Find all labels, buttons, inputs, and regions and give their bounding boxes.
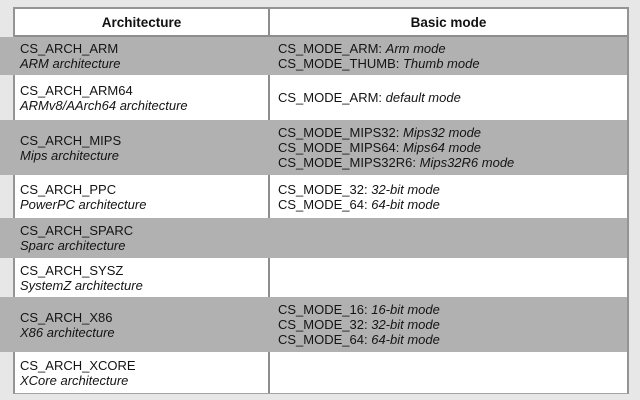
mode-description: Mips32 mode xyxy=(403,125,482,140)
architecture-description: SystemZ architecture xyxy=(20,277,143,293)
mode-name: CS_MODE_16: xyxy=(278,302,368,317)
mode-line: CS_MODE_MIPS32: Mips32 mode xyxy=(278,125,627,140)
mode-line: CS_MODE_THUMB: Thumb mode xyxy=(278,56,627,71)
column-header-basic-mode: Basic mode xyxy=(268,9,627,35)
modes-cell xyxy=(268,218,627,258)
mode-name: CS_MODE_ARM: xyxy=(278,90,383,105)
modes-cell xyxy=(268,258,627,297)
architecture-name: CS_ARCH_PPC xyxy=(20,181,117,197)
mode-line: CS_MODE_64: 64-bit mode xyxy=(278,197,627,212)
mode-line: CS_MODE_32: 32-bit mode xyxy=(278,317,627,332)
mode-line: CS_MODE_ARM: default mode xyxy=(278,90,627,105)
column-header-architecture: Architecture xyxy=(101,14,182,30)
mode-description: 64-bit mode xyxy=(371,196,440,212)
mode-name: CS_MODE_MIPS32R6: xyxy=(278,155,416,170)
architecture-description: ARMv8/AArch64 architecture xyxy=(20,97,188,113)
mode-name: CS_MODE_THUMB: xyxy=(278,56,400,71)
modes-cell: CS_MODE_ARM: default mode xyxy=(268,75,627,120)
mode-description: 32-bit mode xyxy=(371,317,440,332)
mode-line: CS_MODE_64: 64-bit mode xyxy=(278,332,627,347)
mode-description: Thumb mode xyxy=(402,56,480,71)
mode-name: CS_MODE_32: xyxy=(278,181,368,197)
architecture-description: Mips architecture xyxy=(20,147,119,163)
architecture-name: CS_ARCH_XCORE xyxy=(20,357,136,373)
mode-description: Arm mode xyxy=(385,41,446,56)
modes-cell xyxy=(268,352,627,393)
architecture-name: CS_ARCH_ARM xyxy=(20,41,119,56)
mode-name: CS_MODE_64: xyxy=(278,332,368,347)
mode-description: Mips32R6 mode xyxy=(419,155,515,170)
mode-description: default mode xyxy=(385,90,461,105)
table-header-row: Architecture Basic mode xyxy=(15,9,627,37)
architecture-description: PowerPC architecture xyxy=(20,196,147,212)
mode-name: CS_MODE_MIPS64: xyxy=(278,140,400,155)
mode-description: 64-bit mode xyxy=(371,332,440,347)
architecture-description: ARM architecture xyxy=(20,56,121,71)
mode-name: CS_MODE_MIPS32: xyxy=(278,125,400,140)
mode-name: CS_MODE_64: xyxy=(278,196,368,212)
architecture-description: XCore architecture xyxy=(20,372,129,388)
mode-description: 16-bit mode xyxy=(371,302,440,317)
architecture-description: Sparc architecture xyxy=(20,238,126,253)
mode-line: CS_MODE_MIPS64: Mips64 mode xyxy=(278,140,627,155)
mode-name: CS_MODE_ARM: xyxy=(278,41,383,56)
mode-name: CS_MODE_32: xyxy=(278,317,368,332)
mode-description: 32-bit mode xyxy=(371,181,440,197)
architecture-name: CS_ARCH_ARM64 xyxy=(20,82,133,98)
architecture-name: CS_ARCH_SPARC xyxy=(20,223,134,238)
architecture-description: X86 architecture xyxy=(20,324,115,340)
architecture-name: CS_ARCH_SYSZ xyxy=(20,262,124,278)
mode-line: CS_MODE_MIPS32R6: Mips32R6 mode xyxy=(278,155,627,170)
mode-line: CS_MODE_ARM: Arm mode xyxy=(278,41,627,56)
mode-line: CS_MODE_16: 16-bit mode xyxy=(278,302,627,317)
architecture-name: CS_ARCH_MIPS xyxy=(20,132,122,148)
architecture-name: CS_ARCH_X86 xyxy=(20,309,113,325)
mode-line: CS_MODE_32: 32-bit mode xyxy=(278,182,627,197)
mode-description: Mips64 mode xyxy=(403,140,482,155)
